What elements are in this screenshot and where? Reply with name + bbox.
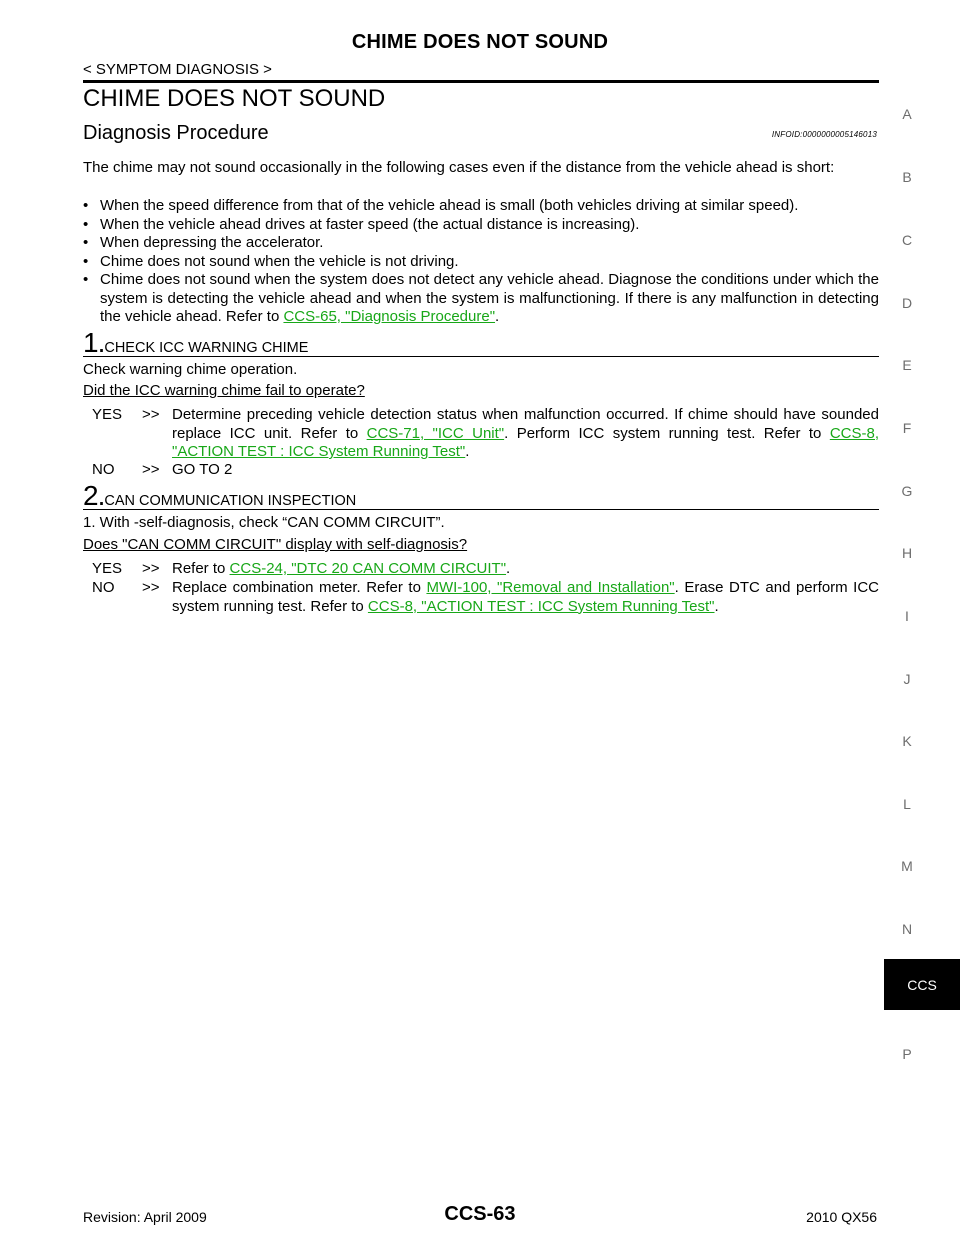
step-2-title: CAN COMMUNICATION INSPECTION <box>104 493 357 509</box>
list-item: •When the speed difference from that of … <box>83 197 799 214</box>
tab-l[interactable]: L <box>903 796 911 812</box>
info-id: INFOID:0000000005146013 <box>771 130 877 139</box>
bullet-icon: • <box>83 271 89 288</box>
list-item: •When depressing the accelerator. <box>83 234 324 251</box>
link-mwi-100[interactable]: MWI-100, "Removal and Installation" <box>426 579 675 596</box>
no-label: NO <box>92 579 115 596</box>
tab-c[interactable]: C <box>901 232 913 248</box>
tab-h[interactable]: H <box>901 545 913 561</box>
bullet-icon: • <box>83 234 89 251</box>
revision-date: Revision: April 2009 <box>83 1209 207 1225</box>
no-text: Replace combination meter. Refer to MWI-… <box>172 579 880 615</box>
step-1-instruction: Check warning chime operation. <box>83 361 298 378</box>
tab-j[interactable]: J <box>903 671 911 687</box>
yes-text: Determine preceding vehicle detection st… <box>172 406 879 461</box>
list-item: •When the vehicle ahead drives at faster… <box>83 215 640 233</box>
tab-i[interactable]: I <box>905 608 909 624</box>
header-rule <box>83 80 879 83</box>
tab-e[interactable]: E <box>902 357 912 373</box>
condition-list: •When the speed difference from that of … <box>83 197 879 327</box>
arrow-icon: >> <box>142 406 160 423</box>
arrow-icon: >> <box>142 461 160 478</box>
vehicle-model: 2010 QX56 <box>806 1209 877 1225</box>
tab-d[interactable]: D <box>901 295 913 311</box>
yes-label: YES <box>92 406 123 423</box>
step-1-number: 1. <box>83 327 105 358</box>
step-1-heading: 1.CHECK ICC WARNING CHIME <box>83 327 308 359</box>
intro-paragraph: The chime may not sound occasionally in … <box>83 159 835 176</box>
link-ccs-8[interactable]: CCS-8, "ACTION TEST : ICC System Running… <box>367 597 715 615</box>
step-1-yes-row: YES >> Determine preceding vehicle detec… <box>92 406 879 462</box>
page-number: CCS-63 <box>444 1203 516 1225</box>
tab-b[interactable]: B <box>902 169 912 185</box>
step-1-no-row: NO >> GO TO 2 <box>92 461 879 480</box>
step-2-heading: 2.CAN COMMUNICATION INSPECTION <box>83 480 356 512</box>
procedure-heading: Diagnosis Procedure <box>83 122 269 144</box>
bullet-icon: • <box>83 197 89 214</box>
tab-m[interactable]: M <box>901 858 913 874</box>
list-item: •Chime does not sound when the vehicle i… <box>83 252 459 270</box>
tab-ccs-active[interactable]: CCS <box>884 959 960 1010</box>
step-1-title: CHECK ICC WARNING CHIME <box>104 340 309 356</box>
section-label: < SYMPTOM DIAGNOSIS > <box>83 61 272 78</box>
tab-a[interactable]: A <box>902 106 912 122</box>
step-2-rule <box>83 509 879 510</box>
bullet-icon: • <box>83 215 89 233</box>
yes-text: Refer to CCS-24, "DTC 20 CAN COMM CIRCUI… <box>172 560 511 577</box>
tab-f[interactable]: F <box>902 420 912 436</box>
link-ccs-71[interactable]: CCS-71, "ICC Unit" <box>366 424 505 442</box>
step-2-number: 2. <box>83 480 105 511</box>
no-text: GO TO 2 <box>172 461 233 478</box>
tab-n[interactable]: N <box>901 921 913 937</box>
no-label: NO <box>92 461 115 478</box>
step-2-question: Does "CAN COMM CIRCUIT" display with sel… <box>83 536 468 553</box>
link-ccs-8[interactable]: CCS-8, "ACTION TEST : ICC System Running… <box>172 424 879 461</box>
tab-p[interactable]: P <box>902 1046 912 1062</box>
tab-g[interactable]: G <box>901 483 913 499</box>
step-2-instruction: 1. With -self-diagnosis, check “CAN COMM… <box>83 514 445 531</box>
bullet-icon: • <box>83 252 89 270</box>
list-item: •Chime does not sound when the system do… <box>83 271 879 325</box>
step-1-rule <box>83 356 879 357</box>
running-header-title: CHIME DOES NOT SOUND <box>351 31 609 53</box>
yes-label: YES <box>92 560 123 577</box>
step-2-no-row: NO >> Replace combination meter. Refer t… <box>92 579 879 619</box>
link-ccs-65[interactable]: CCS-65, "Diagnosis Procedure" <box>283 308 496 325</box>
link-ccs-24[interactable]: CCS-24, "DTC 20 CAN COMM CIRCUIT" <box>229 560 507 577</box>
page-heading: CHIME DOES NOT SOUND <box>83 85 386 112</box>
step-1-question: Did the ICC warning chime fail to operat… <box>83 382 365 399</box>
arrow-icon: >> <box>142 579 160 596</box>
tab-k[interactable]: K <box>902 733 912 749</box>
step-2-yes-row: YES >> Refer to CCS-24, "DTC 20 CAN COMM… <box>92 560 879 579</box>
arrow-icon: >> <box>142 560 160 577</box>
